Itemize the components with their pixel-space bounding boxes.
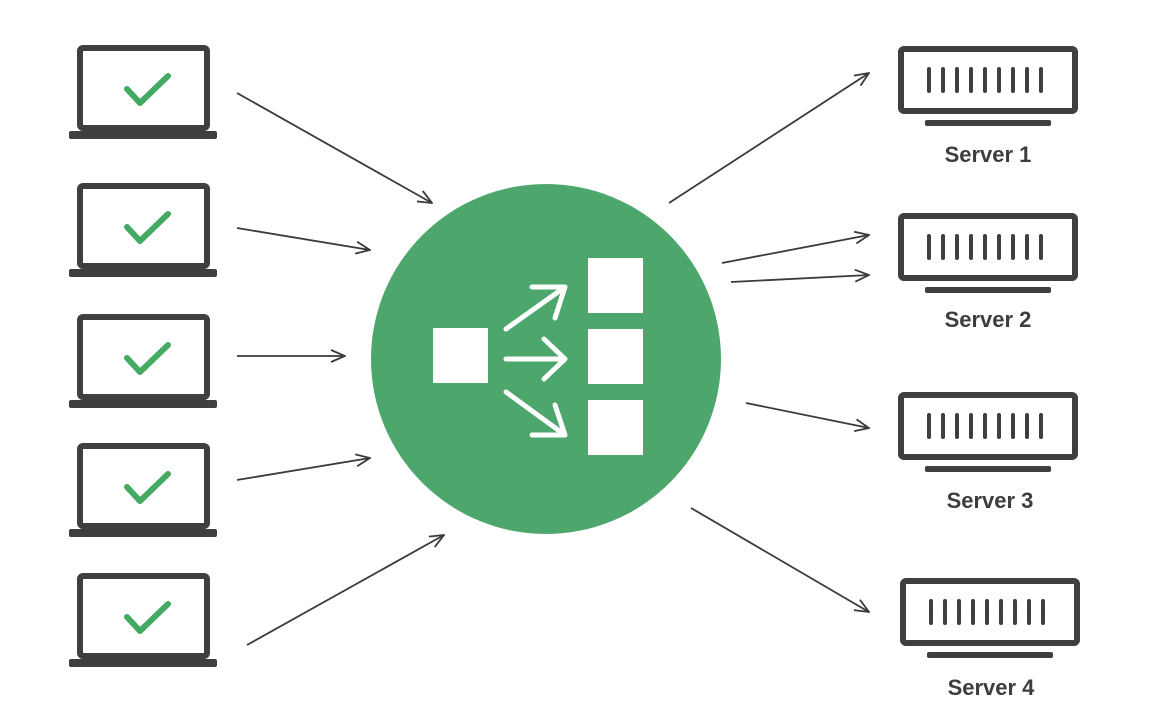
laptop-icon bbox=[69, 443, 217, 537]
checkmark-icon bbox=[124, 471, 171, 504]
checkmark-icon bbox=[124, 342, 171, 375]
server-1: Server 1 bbox=[898, 46, 1078, 167]
server-label: Server 4 bbox=[948, 675, 1036, 700]
laptop-icon bbox=[69, 573, 217, 667]
laptop-icon bbox=[69, 45, 217, 139]
server-rack-icon bbox=[900, 578, 1080, 658]
server-label: Server 3 bbox=[947, 488, 1034, 513]
arrow-balancer-to-server-4 bbox=[690, 507, 869, 612]
arrow-balancer-to-server-2b bbox=[730, 275, 869, 283]
arrow-balancer-to-server-3 bbox=[745, 402, 869, 428]
target-block-middle bbox=[588, 329, 643, 384]
arrow-right bbox=[503, 336, 568, 382]
source-block bbox=[433, 328, 488, 383]
client-list bbox=[69, 45, 217, 667]
outgoing-arrows bbox=[668, 73, 869, 612]
load-balancer bbox=[371, 184, 721, 534]
server-list: Server 1 Server 2 bbox=[898, 46, 1080, 700]
client-laptop-1 bbox=[69, 45, 217, 139]
target-block-top bbox=[588, 258, 643, 313]
server-rack-icon bbox=[898, 46, 1078, 126]
checkmark-icon bbox=[124, 73, 171, 106]
arrow-client-5-to-balancer bbox=[246, 535, 444, 646]
arrow-balancer-to-server-1 bbox=[668, 73, 869, 204]
server-rack-icon bbox=[898, 392, 1078, 472]
arrow-balancer-to-server-2a bbox=[721, 235, 869, 264]
server-3: Server 3 bbox=[898, 392, 1078, 513]
client-laptop-4 bbox=[69, 443, 217, 537]
arrow-down-right bbox=[503, 389, 568, 438]
target-block-bottom bbox=[588, 400, 643, 455]
checkmark-icon bbox=[124, 601, 171, 634]
incoming-arrows bbox=[236, 92, 444, 646]
server-4: Server 4 bbox=[900, 578, 1080, 700]
checkmark-icon bbox=[124, 211, 171, 244]
arrow-up-right bbox=[503, 284, 568, 332]
server-2: Server 2 bbox=[898, 213, 1078, 332]
server-rack-icon bbox=[898, 213, 1078, 293]
arrow-client-1-to-balancer bbox=[236, 92, 432, 203]
arrow-client-2-to-balancer bbox=[236, 227, 370, 250]
client-laptop-3 bbox=[69, 314, 217, 408]
server-label: Server 2 bbox=[945, 307, 1032, 332]
load-balancer-icon bbox=[433, 258, 643, 455]
distribute-arrows bbox=[503, 284, 568, 438]
laptop-icon bbox=[69, 183, 217, 277]
laptop-icon bbox=[69, 314, 217, 408]
client-laptop-5 bbox=[69, 573, 217, 667]
arrow-client-4-to-balancer bbox=[236, 458, 370, 481]
server-label: Server 1 bbox=[945, 142, 1032, 167]
client-laptop-2 bbox=[69, 183, 217, 277]
